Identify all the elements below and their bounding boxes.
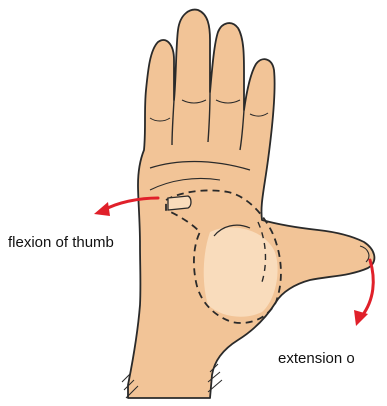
thenar-highlight [204, 227, 278, 316]
flexion-label: flexion of thumb [8, 235, 114, 250]
thumbnail-outline [168, 196, 191, 210]
extension-label: extension o [278, 351, 355, 366]
